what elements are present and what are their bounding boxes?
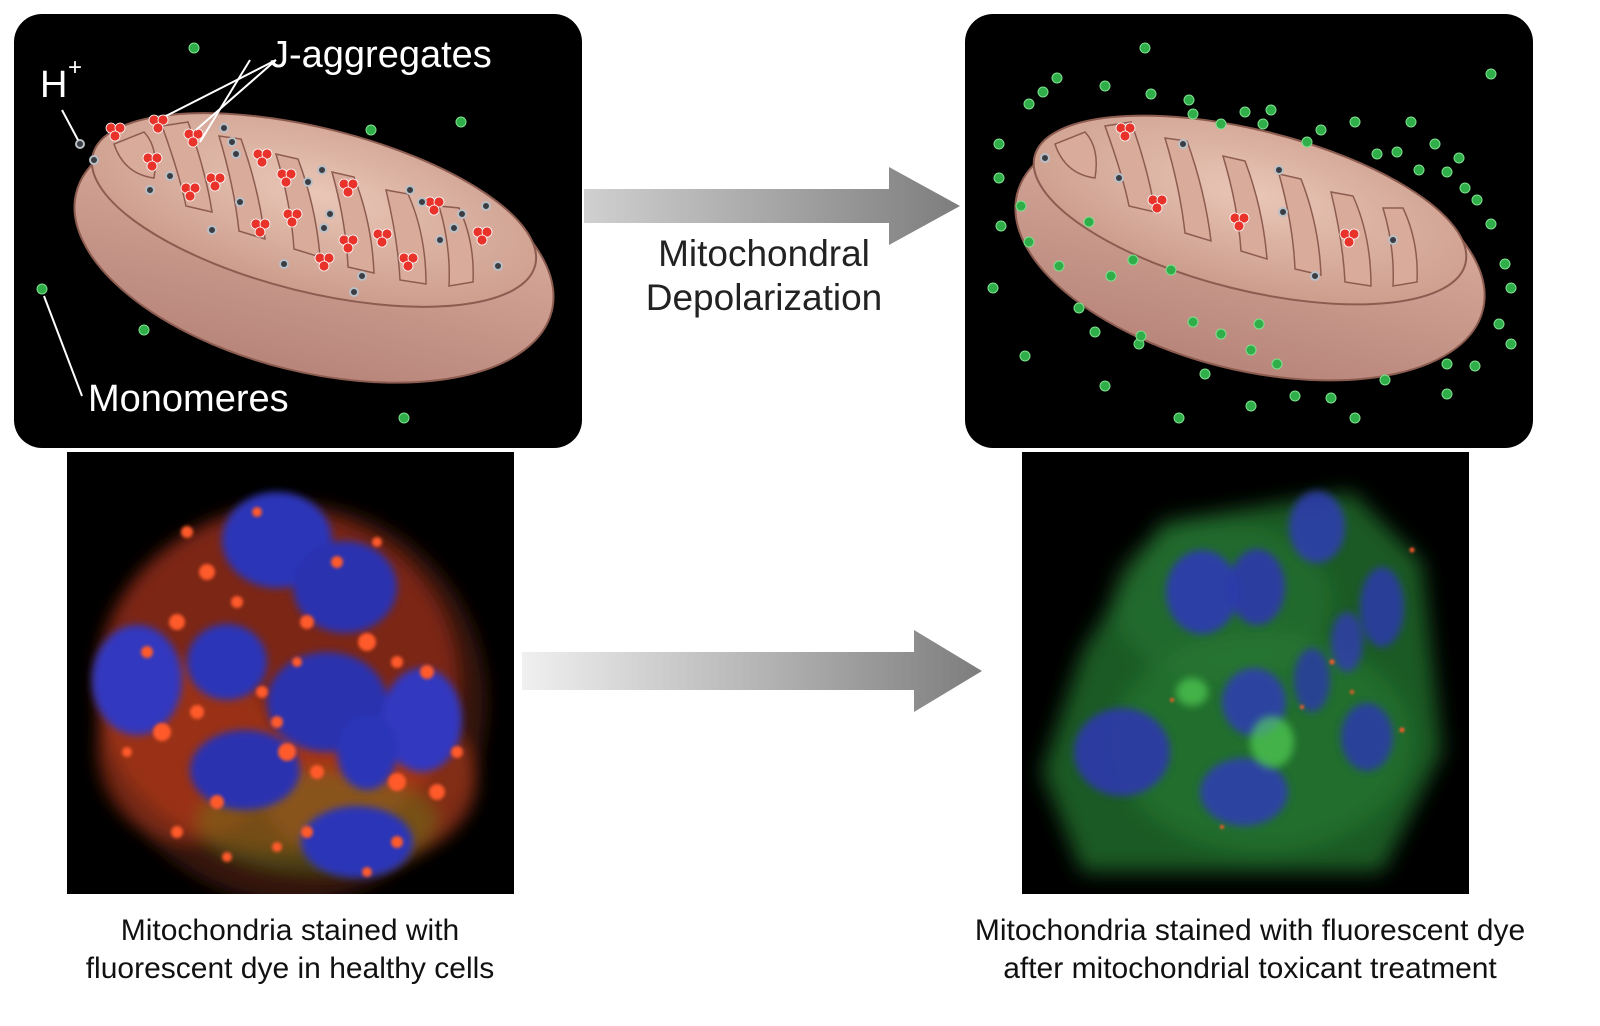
j-aggregates-label: J-aggregates	[270, 34, 492, 76]
treated-caption-line1: Mitochondria stained with fluorescent dy…	[974, 914, 1526, 947]
monomeres-label: Monomeres	[88, 378, 289, 420]
healthy-cells-caption: Mitochondria stained with fluorescent dy…	[60, 912, 520, 989]
right-arrow-icon	[584, 165, 962, 247]
h-plus-label: H	[40, 64, 68, 106]
nuclei	[1074, 491, 1404, 826]
depolarization-label: Mitochondral Depolarization	[604, 232, 924, 321]
treated-cells-caption: Mitochondria stained with fluorescent dy…	[945, 912, 1555, 989]
mitochondrion-icon	[987, 42, 1517, 424]
healthy-caption-line1: Mitochondria stained with	[120, 914, 460, 947]
nuclei	[92, 492, 462, 878]
residual-j-aggregates	[1170, 547, 1415, 829]
mitochondrion-icon	[36, 42, 555, 424]
treated-cells-micrograph	[1022, 452, 1469, 894]
j-aggregate-fluorescence	[122, 507, 463, 877]
monomer-dots	[987, 42, 1517, 424]
depolarization-label-line1: Mitochondral	[658, 233, 870, 274]
mitochondrion-body	[1014, 114, 1486, 382]
proton-dots	[1040, 139, 1398, 281]
proton-dots	[75, 123, 503, 297]
healthy-mitochondrion-panel: H + J-aggregates Monomeres	[14, 14, 582, 448]
h-plus-superscript: +	[68, 54, 83, 81]
mitochondrion-body	[73, 112, 555, 384]
pointer-lines	[43, 59, 277, 397]
treated-caption-line2: after mitochondrial toxicant treatment	[1003, 952, 1497, 986]
right-arrow-icon	[522, 630, 984, 712]
j-aggregate-cluster-group	[105, 114, 493, 272]
healthy-caption-line2: fluorescent dye in healthy cells	[85, 952, 495, 986]
j-aggregate-cluster-group	[1115, 122, 1360, 248]
monomer-dots	[36, 42, 467, 424]
depolarized-mitochondrion-panel	[965, 14, 1533, 448]
depolarization-label-line2: Depolarization	[645, 277, 883, 319]
healthy-cells-micrograph	[67, 452, 514, 894]
